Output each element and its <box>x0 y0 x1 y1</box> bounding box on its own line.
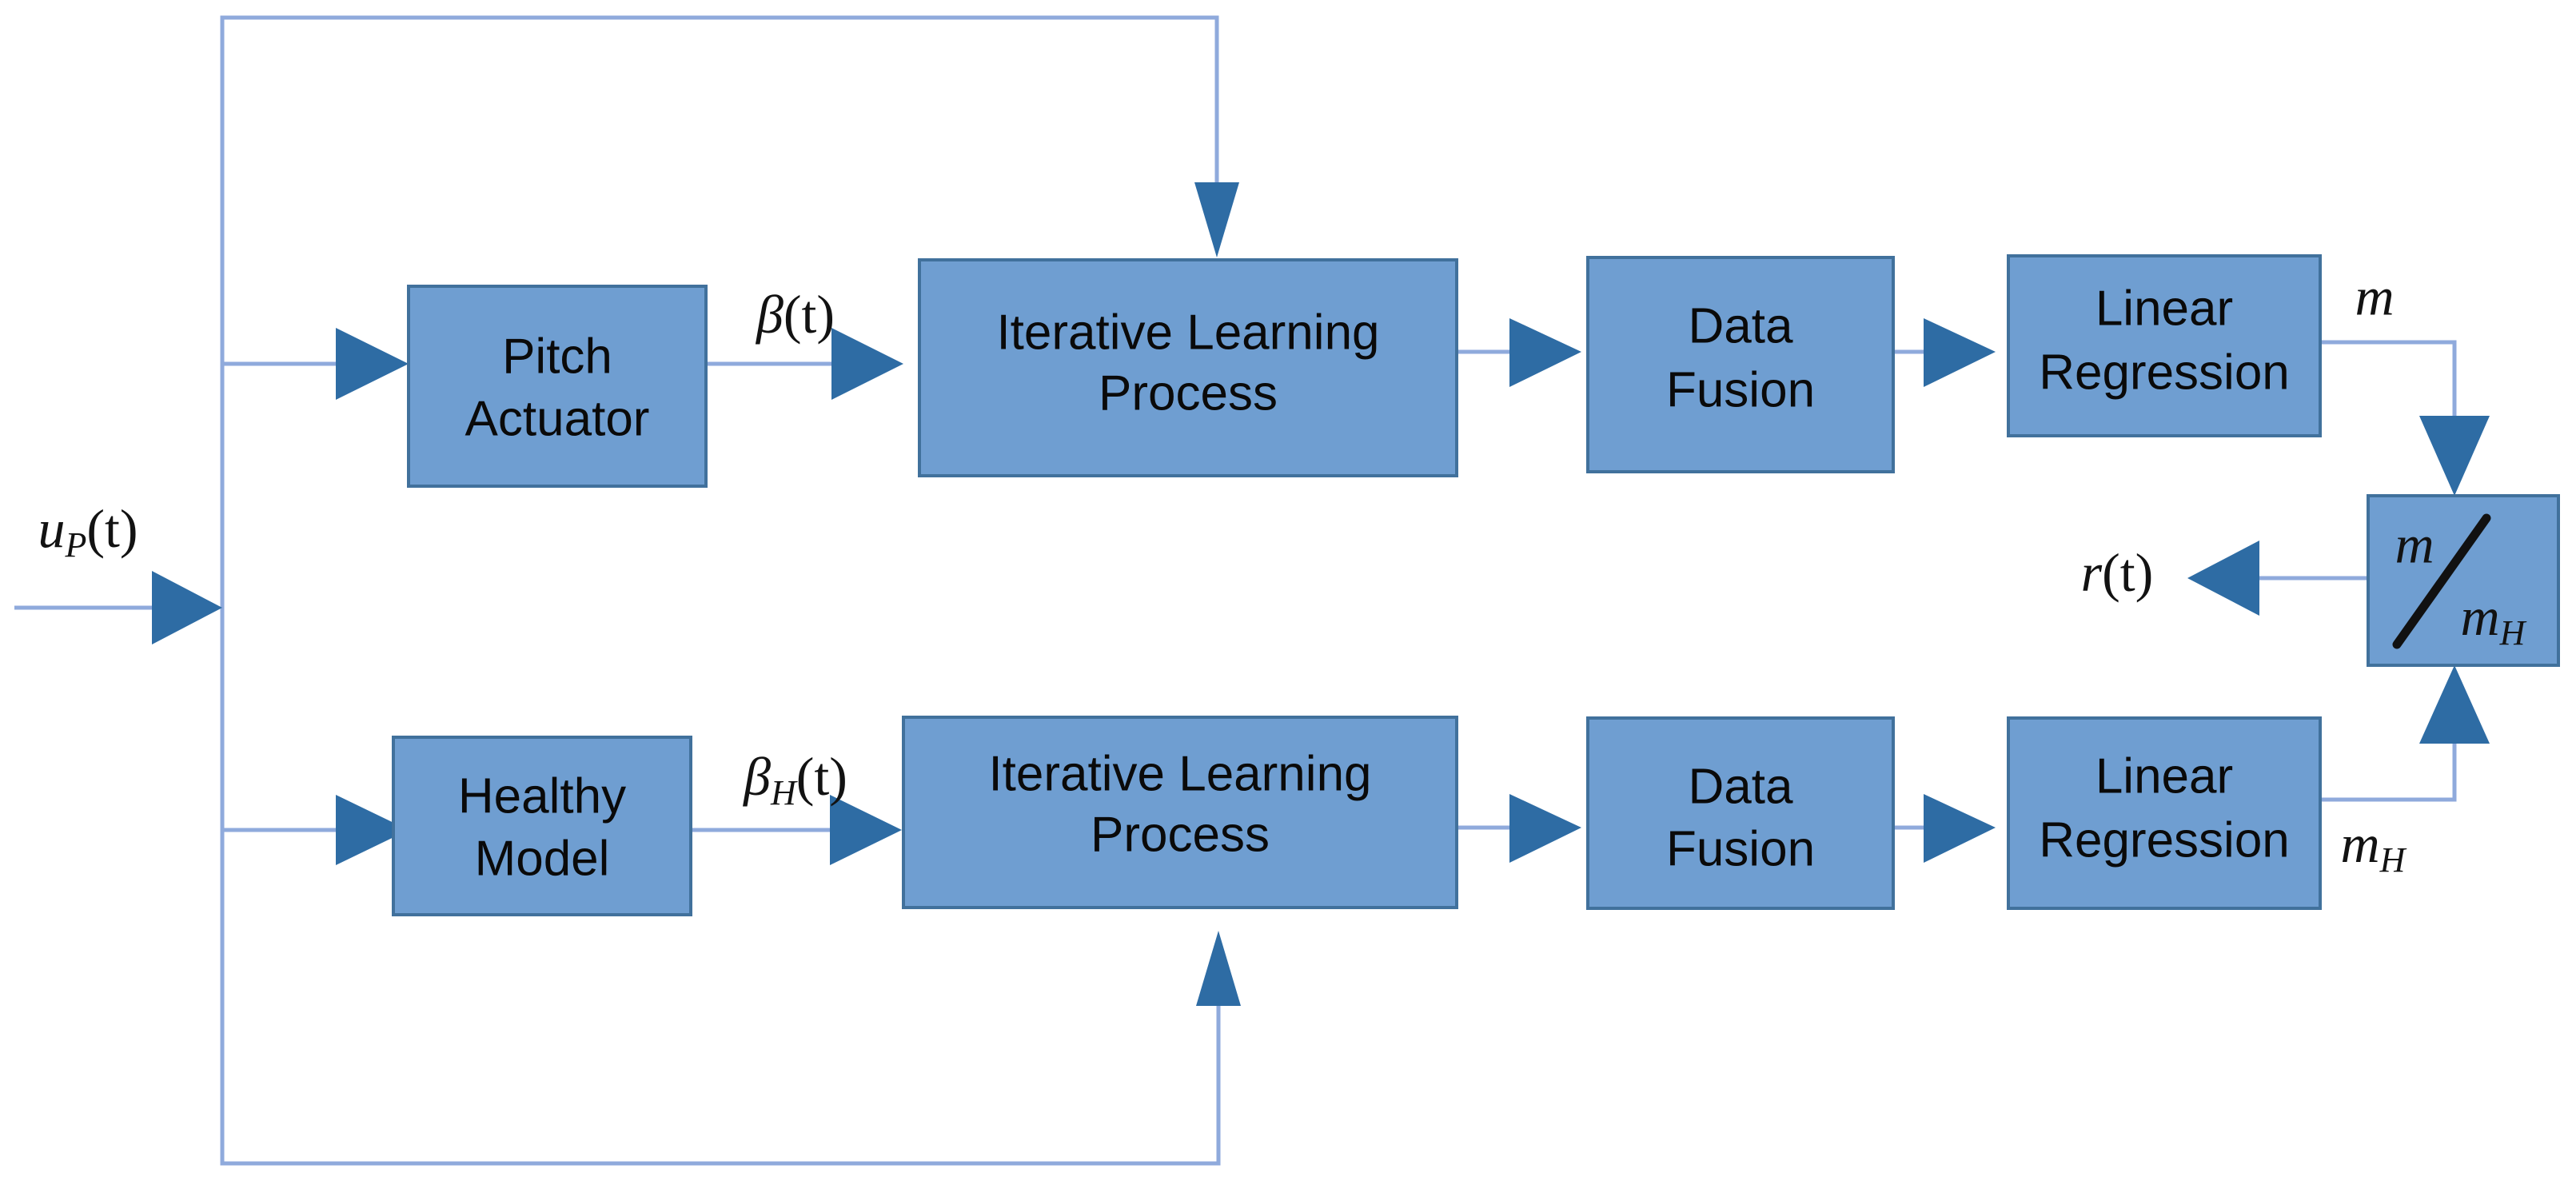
signal-input-arg: (t) <box>86 498 138 559</box>
arrowhead-residual <box>2187 541 2259 616</box>
block-linear-regression-bottom-line1: Linear <box>2095 748 2233 804</box>
block-data-fusion-top-line1: Data <box>1689 298 1793 353</box>
signal-beta-top-arg: (t) <box>784 284 835 345</box>
arrowhead-to-data-fusion-top <box>1509 318 1581 387</box>
block-layer: Pitch Actuator Iterative Learning Proces… <box>392 254 2560 916</box>
wire-layer <box>14 15 2457 1166</box>
ratio-slash-icon <box>2392 513 2491 649</box>
signal-residual-arg: (t) <box>2102 542 2153 603</box>
block-healthy-model[interactable]: Healthy Model <box>392 736 692 916</box>
signal-label-input: uP(t) <box>38 498 138 565</box>
arrowhead-layer <box>152 182 2490 1006</box>
block-pitch-actuator-line2: Actuator <box>465 391 650 446</box>
signal-input-sub: P <box>64 525 86 565</box>
block-pitch-actuator[interactable]: Pitch Actuator <box>407 285 708 488</box>
arrowhead-m-into-ratio-block <box>2419 416 2490 496</box>
signal-beta-bottom-arg: (t) <box>796 746 847 807</box>
arrowhead-to-ilp-bottom <box>830 795 902 865</box>
ratio-numerator: m <box>2395 514 2434 575</box>
block-data-fusion-bottom-line1: Data <box>1689 759 1793 814</box>
block-data-fusion-bottom-line2: Fusion <box>1666 821 1815 876</box>
block-linear-regression-top[interactable]: Linear Regression <box>2007 254 2322 437</box>
signal-label-layer: uP(t) β(t) βH(t) m mH r(t) <box>38 266 2407 880</box>
block-linear-regression-bottom[interactable]: Linear Regression <box>2007 716 2322 910</box>
ratio-denominator-sub: H <box>2499 613 2527 652</box>
signal-label-m-top: m <box>2355 266 2394 327</box>
signal-m-bottom-base: m <box>2341 813 2380 874</box>
signal-beta-top-base: β <box>755 284 784 345</box>
ratio-denominator: mH <box>2461 586 2527 652</box>
signal-input-base: u <box>38 498 65 559</box>
arrowhead-to-lr-bottom <box>1924 794 1996 863</box>
signal-label-residual: r(t) <box>2081 542 2154 603</box>
block-ilp-top-line2: Process <box>1099 365 1278 421</box>
signal-beta-bottom-sub: H <box>770 773 798 812</box>
wire-mh-to-ratio-block <box>2320 736 2457 802</box>
block-linear-regression-top-line1: Linear <box>2095 281 2233 336</box>
signal-residual-base: r <box>2081 542 2103 603</box>
block-ilp-bottom-line2: Process <box>1091 807 1270 862</box>
wire-m-to-ratio-block <box>2319 340 2457 422</box>
block-ilp-bottom[interactable]: Iterative Learning Process <box>902 716 1458 909</box>
arrowhead-to-data-fusion-bottom <box>1509 794 1581 863</box>
block-linear-regression-bottom-line2: Regression <box>2039 812 2290 868</box>
signal-label-beta-top: β(t) <box>755 284 835 345</box>
block-data-fusion-bottom[interactable]: Data Fusion <box>1586 716 1895 910</box>
signal-beta-bottom-base: β <box>742 746 771 807</box>
arrowhead-to-lr-top <box>1924 318 1996 387</box>
block-ilp-top[interactable]: Iterative Learning Process <box>918 258 1458 477</box>
block-linear-regression-top-line2: Regression <box>2039 345 2290 400</box>
block-data-fusion-top[interactable]: Data Fusion <box>1586 256 1895 473</box>
block-pitch-actuator-line1: Pitch <box>502 329 612 384</box>
arrowhead-bottom-feedback <box>1196 931 1241 1006</box>
block-healthy-model-line2: Model <box>475 831 610 886</box>
arrowhead-to-pitch-actuator <box>336 328 409 400</box>
block-ilp-bottom-line1: Iterative Learning <box>988 746 1371 801</box>
arrowhead-input <box>152 571 222 644</box>
arrowhead-to-healthy-model <box>336 795 409 865</box>
signal-m-bottom-sub: H <box>2379 840 2407 880</box>
block-ratio[interactable]: m mH <box>2367 494 2560 667</box>
block-data-fusion-top-line2: Fusion <box>1666 362 1815 417</box>
arrowhead-to-ilp-top <box>831 328 903 400</box>
arrowhead-mh-into-ratio-block <box>2419 665 2490 744</box>
signal-label-m-bottom: mH <box>2341 813 2407 880</box>
block-ilp-top-line1: Iterative Learning <box>996 305 1379 360</box>
arrowhead-top-feedback <box>1194 182 1239 257</box>
signal-label-beta-bottom: βH(t) <box>742 746 847 812</box>
ratio-denominator-base: m <box>2461 586 2500 647</box>
block-healthy-model-line1: Healthy <box>458 768 626 824</box>
